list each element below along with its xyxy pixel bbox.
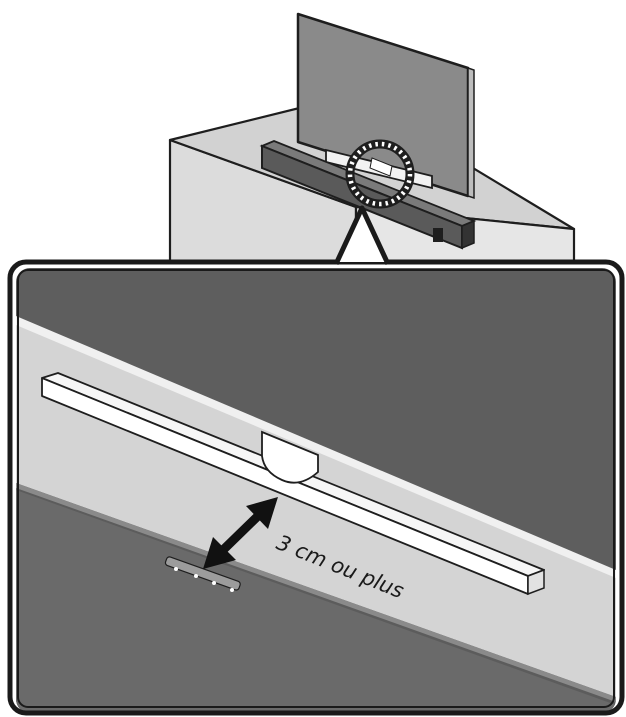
zoom-frame-inner (17, 269, 615, 708)
soundbar-port (433, 228, 443, 242)
tv-foot-end (527, 568, 545, 596)
magnifier-highlight (369, 157, 393, 177)
zoom-soundbar-body (16, 490, 616, 713)
tv-screen-edge (467, 66, 475, 200)
clearance-arrow (203, 497, 278, 569)
callout-pointer (333, 205, 391, 266)
zoom-surface-edge (16, 316, 616, 578)
zoom-soundbar-strip (16, 483, 616, 702)
magnifier-circle (345, 139, 415, 209)
clearance-arrow-head-bottom (203, 537, 236, 569)
soundbar-buttons (164, 556, 241, 592)
zoom-detail: 3 cm ou plus (7, 259, 625, 716)
zoom-tv-foot (41, 372, 545, 596)
soundbar-end (461, 219, 475, 250)
zoom-frame (7, 259, 625, 716)
clearance-arrow-head-top (246, 497, 278, 529)
overview-illustration (168, 12, 576, 264)
tv-foot-neck (261, 430, 319, 484)
